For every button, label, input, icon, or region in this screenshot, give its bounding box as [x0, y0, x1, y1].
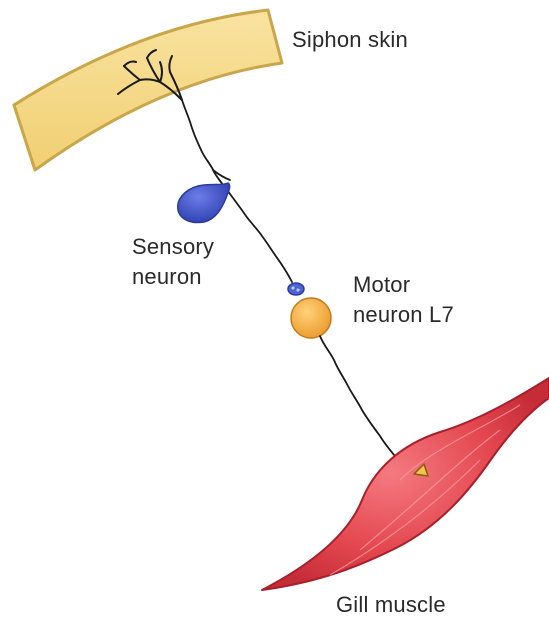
sensory-neuron-body: [178, 183, 230, 223]
gill-muscle: [262, 378, 549, 590]
sensory-neuron-label: Sensory neuron: [132, 232, 214, 292]
motor-neuron-label: Motor neuron L7: [353, 270, 454, 330]
motor-axon: [320, 336, 418, 468]
gill-muscle-label: Gill muscle: [336, 590, 446, 620]
siphon-skin-label: Siphon skin: [292, 25, 408, 55]
sensory-synapse-terminal: [288, 283, 304, 295]
motor-neuron-body: [291, 298, 331, 338]
siphon-skin-band: [14, 10, 282, 170]
